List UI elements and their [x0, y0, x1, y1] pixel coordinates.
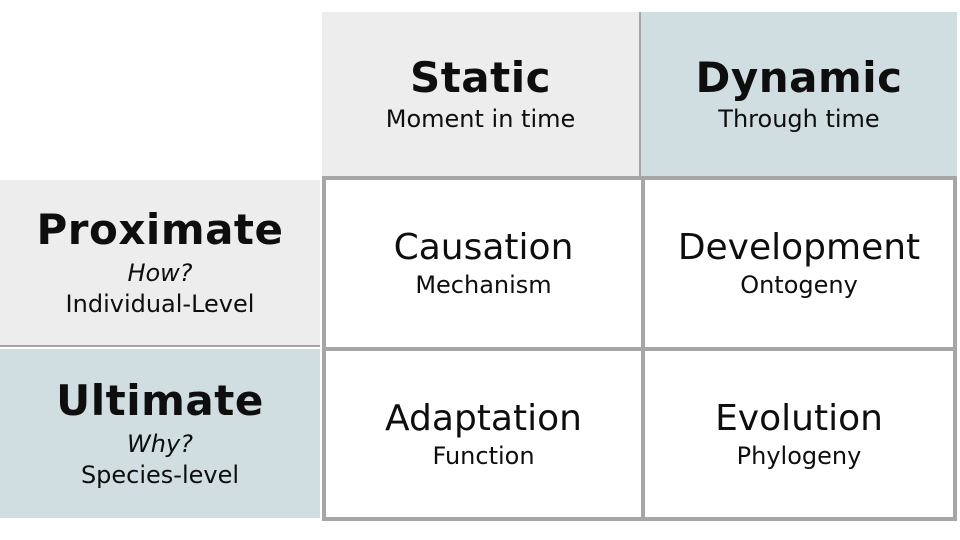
row-header-ultimate-title: Ultimate: [56, 376, 264, 426]
column-header-dynamic-title: Dynamic: [695, 53, 903, 103]
cell-causation-title: Causation: [393, 227, 574, 269]
cell-adaptation-subtitle: Function: [432, 441, 535, 470]
row-header-proximate: Proximate How? Individual-Level: [0, 180, 320, 347]
cell-evolution-title: Evolution: [715, 397, 883, 439]
column-header-static-subtitle: Moment in time: [385, 104, 576, 133]
cell-evolution: Evolution Phylogeny: [645, 351, 953, 517]
cell-causation-subtitle: Mechanism: [415, 271, 552, 300]
cell-development: Development Ontogeny: [645, 180, 953, 347]
cell-causation: Causation Mechanism: [326, 180, 641, 347]
cell-adaptation: Adaptation Function: [326, 351, 641, 517]
cell-development-subtitle: Ontogeny: [740, 271, 858, 300]
column-header-dynamic-subtitle: Through time: [718, 104, 880, 133]
row-header-ultimate-level: Species-level: [80, 460, 240, 489]
cell-development-title: Development: [677, 227, 921, 269]
column-header-static-title: Static: [409, 53, 552, 103]
row-header-proximate-question: How?: [127, 258, 193, 287]
matrix-grid: Causation Mechanism Development Ontogeny…: [322, 176, 957, 521]
row-header-proximate-title: Proximate: [36, 205, 284, 255]
cell-evolution-subtitle: Phylogeny: [736, 441, 862, 470]
row-header-ultimate-question: Why?: [127, 429, 193, 458]
cell-adaptation-title: Adaptation: [385, 397, 582, 439]
row-header-proximate-level: Individual-Level: [65, 289, 255, 318]
column-header-static: Static Moment in time: [322, 12, 641, 176]
column-header-dynamic: Dynamic Through time: [641, 12, 957, 176]
row-header-ultimate: Ultimate Why? Species-level: [0, 349, 320, 518]
